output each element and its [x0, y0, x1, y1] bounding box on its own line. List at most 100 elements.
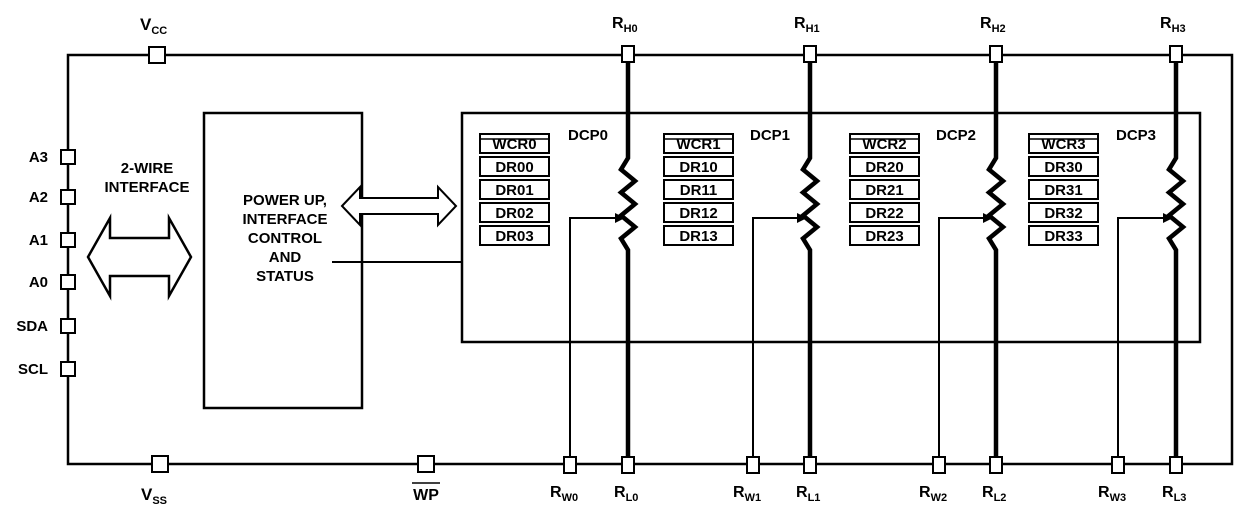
rl-pin — [621, 456, 635, 474]
register-box — [1028, 179, 1099, 200]
pin-label: A1 — [29, 232, 48, 249]
rh-pin — [803, 45, 817, 63]
register-label: WCR3 — [1041, 136, 1085, 153]
wiper-arrowhead — [983, 213, 993, 223]
control-label-line: INTERFACE — [242, 211, 327, 228]
register-label: DR31 — [1044, 182, 1082, 199]
register-label: DR11 — [680, 182, 718, 199]
register-label: WCR1 — [676, 136, 720, 153]
pin-a1 — [60, 232, 76, 248]
rl-pin — [989, 456, 1003, 474]
register-box — [479, 202, 550, 223]
pin-a0 — [60, 274, 76, 290]
register-box — [663, 156, 734, 177]
pin-a2 — [60, 189, 76, 205]
dcp-title: DCP3 — [1116, 127, 1156, 144]
interface-label-line: 2-WIRE — [121, 160, 174, 177]
register-label: WCR2 — [862, 136, 906, 153]
wp-label: WP — [413, 487, 439, 504]
register-box — [849, 179, 920, 200]
register-box — [663, 202, 734, 223]
bus-double-arrow — [340, 184, 458, 228]
pin-scl — [60, 361, 76, 377]
pin-sda — [60, 318, 76, 334]
register-label: WCR0 — [492, 136, 536, 153]
register-box — [849, 156, 920, 177]
register-label: DR32 — [1044, 205, 1082, 222]
pin-label: SCL — [18, 361, 48, 378]
rw-label: RW0 — [550, 484, 578, 504]
register-box — [1028, 202, 1099, 223]
resistor-element — [1165, 55, 1187, 464]
wiper-arrowhead — [615, 213, 625, 223]
dcp-container — [460, 111, 1202, 344]
vss-pin — [151, 455, 169, 473]
rl-label: RL0 — [614, 484, 638, 504]
register-box — [663, 179, 734, 200]
wiper-arrowhead — [797, 213, 807, 223]
wiper-line — [1117, 217, 1164, 464]
pin-label: A3 — [29, 149, 48, 166]
control-block-label: POWER UP, INTERFACE CONTROL AND STATUS — [242, 192, 327, 285]
resistor-element — [617, 55, 639, 464]
vcc-pin — [148, 46, 166, 64]
register-label: DR20 — [865, 159, 903, 176]
rw-label: RW1 — [733, 484, 761, 504]
control-label-line: AND — [269, 249, 302, 266]
rw-pin — [932, 456, 946, 474]
vcc-label: VCC — [140, 15, 167, 37]
rh-label: RH1 — [794, 15, 820, 35]
pin-label: A2 — [29, 189, 48, 206]
register-label: DR22 — [865, 205, 903, 222]
pin-a3 — [60, 149, 76, 165]
register-label: DR30 — [1044, 159, 1082, 176]
rh-label: RH3 — [1160, 15, 1186, 35]
rw-pin — [563, 456, 577, 474]
register-box — [479, 156, 550, 177]
rl-label: RL1 — [796, 484, 820, 504]
dcp-title: DCP1 — [750, 127, 790, 144]
rh-label: RH0 — [612, 15, 638, 35]
wp-pin — [417, 455, 435, 473]
dcp-title: DCP0 — [568, 127, 608, 144]
rh-pin — [621, 45, 635, 63]
control-label-line: CONTROL — [248, 230, 322, 247]
rw-pin — [1111, 456, 1125, 474]
dcp-title: DCP2 — [936, 127, 976, 144]
interface-label-line: INTERFACE — [104, 179, 189, 196]
rl-label: RL3 — [1162, 484, 1186, 504]
wiper-line — [752, 217, 798, 464]
rw-pin — [746, 456, 760, 474]
vss-label: VSS — [141, 485, 167, 507]
control-label-line: POWER UP, — [243, 192, 327, 209]
register-label: DR03 — [495, 228, 533, 245]
register-box — [1028, 156, 1099, 177]
register-box — [479, 179, 550, 200]
register-label: DR10 — [679, 159, 717, 176]
wiper-line — [569, 217, 616, 464]
register-box — [479, 225, 550, 246]
rh-pin — [1169, 45, 1183, 63]
register-box — [1028, 225, 1099, 246]
pin-label: A0 — [29, 274, 48, 291]
register-label: DR00 — [495, 159, 533, 176]
control-label-line: STATUS — [256, 268, 314, 285]
interface-double-arrow — [86, 213, 193, 301]
control-block — [202, 111, 364, 410]
register-label: DR21 — [865, 182, 903, 199]
rl-pin — [803, 456, 817, 474]
wiper-line — [938, 217, 984, 464]
register-label: DR02 — [495, 205, 533, 222]
pin-label: SDA — [16, 318, 48, 335]
register-label: DR23 — [865, 228, 903, 245]
rw-label: RW3 — [1098, 484, 1126, 504]
dcp-channels: WCR0DR00DR01DR02DR03DCP0RH0RL0RW0WCR1DR1… — [479, 15, 1187, 504]
rh-label: RH2 — [980, 15, 1006, 35]
register-box — [663, 225, 734, 246]
